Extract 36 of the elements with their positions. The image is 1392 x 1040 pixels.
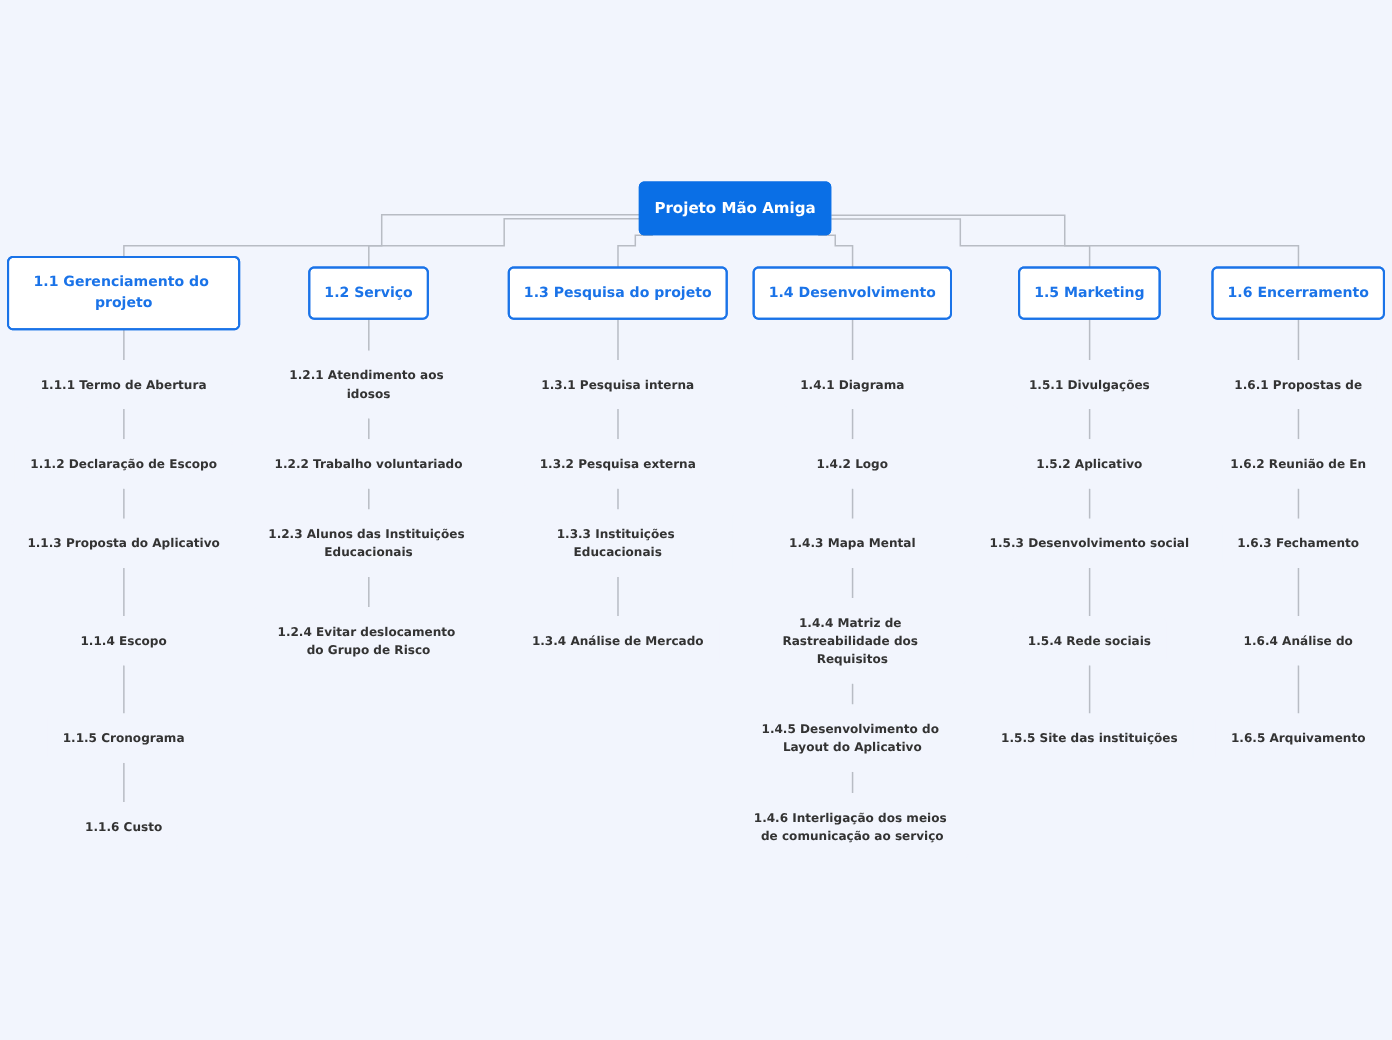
connector — [1088, 566, 1091, 617]
connector — [617, 575, 619, 617]
connector — [817, 233, 854, 268]
connector — [368, 416, 370, 441]
connector — [617, 233, 654, 268]
connector — [851, 317, 854, 361]
connector — [851, 407, 854, 441]
connector — [1088, 407, 1091, 441]
connector — [1297, 317, 1300, 361]
connector — [1088, 317, 1091, 361]
connector — [123, 328, 125, 361]
connector — [617, 486, 619, 511]
connector — [1297, 566, 1300, 617]
connector — [368, 217, 641, 268]
connector — [368, 317, 370, 352]
connector — [830, 217, 1091, 268]
connector — [851, 566, 854, 599]
connector — [368, 575, 370, 608]
connector — [617, 317, 619, 361]
connector — [123, 566, 125, 617]
connector — [1297, 486, 1300, 520]
connector — [123, 486, 125, 520]
connector — [1088, 486, 1091, 520]
connector — [851, 681, 854, 706]
connector — [123, 407, 125, 441]
connector — [123, 761, 125, 803]
connector — [1297, 407, 1300, 441]
connector — [1088, 663, 1091, 715]
connector — [123, 663, 125, 715]
connector — [123, 213, 641, 258]
connector — [368, 486, 370, 511]
connector — [851, 770, 854, 794]
connector — [851, 486, 854, 520]
connector — [1297, 663, 1300, 715]
connector — [830, 213, 1300, 268]
connector — [617, 407, 619, 441]
